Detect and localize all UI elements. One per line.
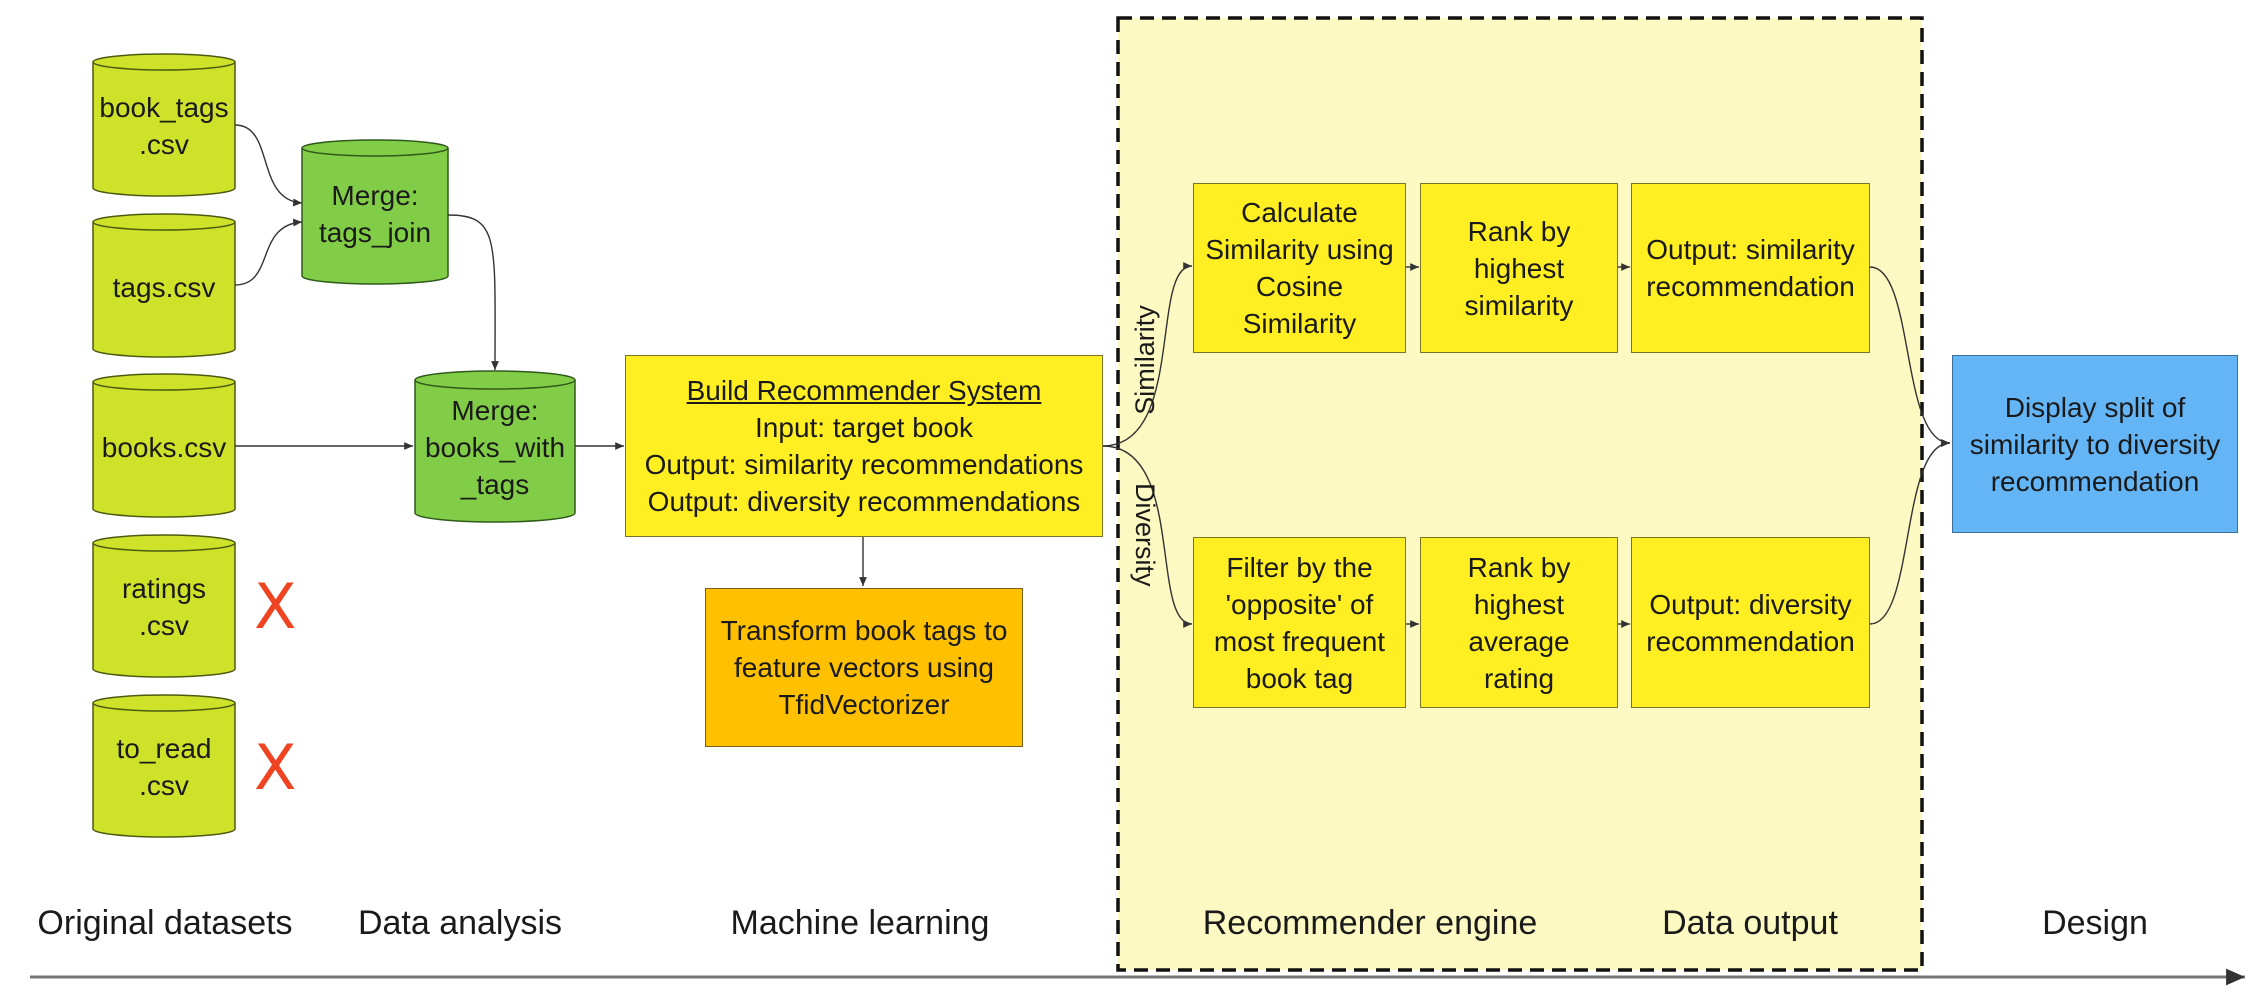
stage-label-design: Design (2042, 904, 2148, 942)
merge-cylinder-books-with-tags (414, 370, 576, 523)
rank-diversity-box: Rank by highest average rating (1420, 537, 1618, 708)
stage-label-data-analysis: Data analysis (357, 904, 563, 942)
branch-label-diversity: Diversity (1130, 483, 1160, 587)
build-recommender-title: Build Recommender System (686, 375, 1042, 406)
merge-label-books-with-tags: Merge: books_with _tags (424, 394, 566, 500)
excluded-mark-ratings: X (254, 570, 297, 643)
transform-box: Transform book tags to feature vectors u… (705, 588, 1023, 747)
dataset-cylinder-books (92, 373, 236, 518)
merge-cylinder-tags-join (301, 139, 449, 285)
dataset-label-book-tags: book_tags .csv (99, 92, 229, 160)
dataset-label-tags: tags.csv (112, 271, 216, 303)
edge-ml-to-calc (1102, 262, 1193, 447)
output-similarity-box: Output: similarity recommendation (1631, 183, 1870, 353)
engine-region (1116, 16, 1924, 972)
dataset-label-ratings: ratings .csv (121, 573, 207, 641)
dataset-label-books: books.csv (101, 431, 227, 463)
edge-book-tags-to-tags-join (234, 124, 303, 207)
edge-output-sim-to-design (1869, 266, 1951, 447)
edge-tags-join-to-books-with-tags (447, 214, 499, 371)
merge-label-tags-join: Merge: tags_join (318, 180, 432, 248)
edge-ml-to-filter (1102, 445, 1193, 628)
excluded-mark-to-read: X (254, 731, 297, 804)
stage-label-recommender-engine: Recommender engine (1202, 904, 1538, 942)
dataset-cylinder-to-read (92, 694, 236, 838)
stage-label-original-datasets: Original datasets (37, 904, 293, 942)
calc-similarity-box: Calculate Similarity using Cosine Simila… (1193, 183, 1406, 353)
edge-tags-to-tags-join (234, 218, 303, 286)
stage-label-machine-learning: Machine learning (730, 904, 990, 942)
branch-label-similarity: Similarity (1130, 305, 1160, 415)
rank-similarity-box: Rank by highest similarity (1420, 183, 1618, 353)
dataset-cylinder-tags (92, 213, 236, 358)
design-box: Display split of similarity to diversity… (1952, 355, 2238, 533)
dataset-cylinder-book-tags (92, 53, 236, 197)
output-diversity-box: Output: diversity recommendation (1631, 537, 1870, 708)
build-recommender-box: Build Recommender System Input: target b… (625, 355, 1103, 537)
stage-label-data-output: Data output (1662, 904, 1838, 942)
filter-opposite-box: Filter by the 'opposite' of most frequen… (1193, 537, 1406, 708)
connectors (234, 124, 1951, 628)
dataset-cylinder-ratings (92, 534, 236, 678)
edge-output-div-to-design (1869, 439, 1951, 625)
dataset-label-to-read: to_read .csv (116, 733, 212, 801)
